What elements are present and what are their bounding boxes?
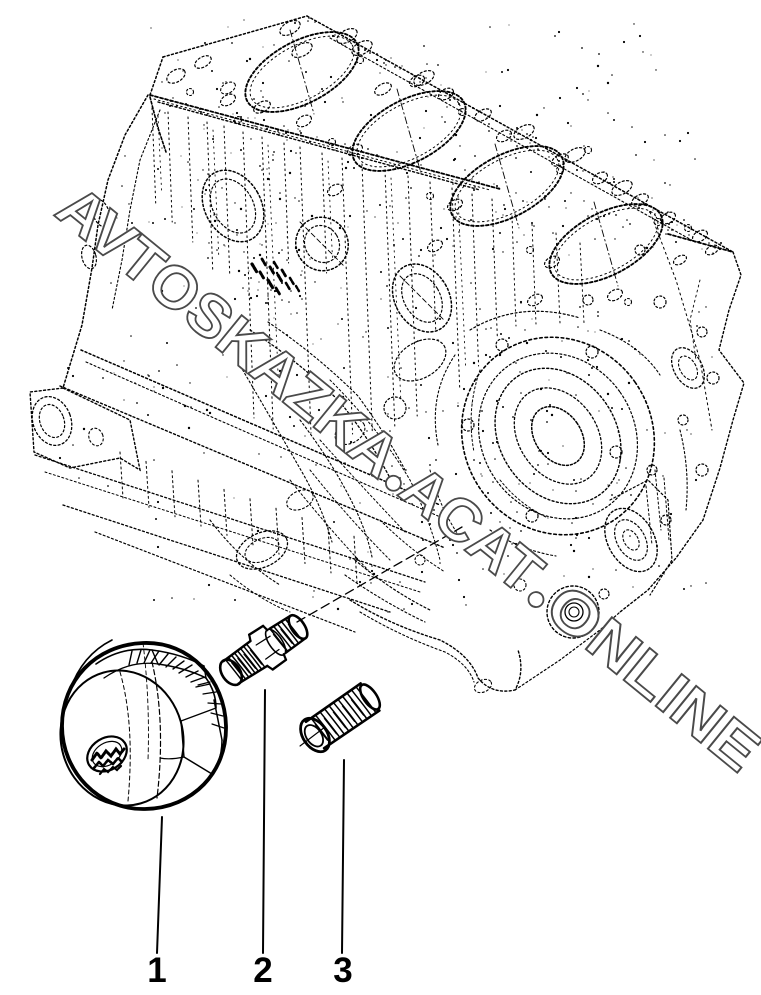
svg-text:1: 1 — [147, 951, 166, 990]
svg-text:3: 3 — [333, 951, 352, 990]
svg-text:2: 2 — [253, 951, 272, 990]
